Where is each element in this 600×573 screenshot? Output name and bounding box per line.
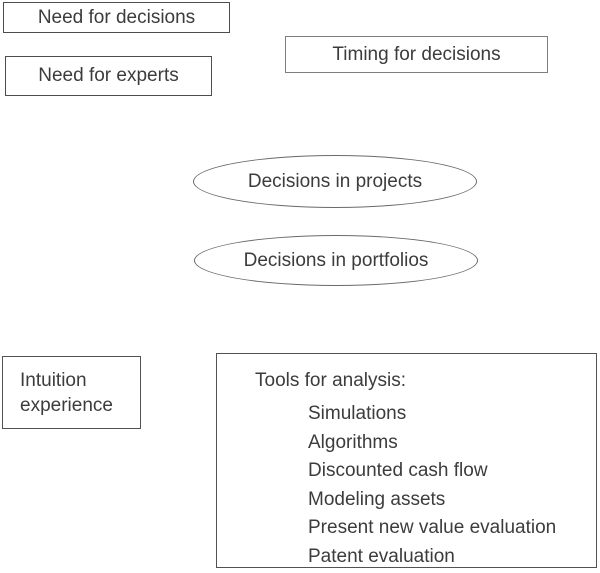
tools-item-patent-evaluation: Patent evaluation <box>308 545 455 567</box>
node-decisions-in-projects: Decisions in projects <box>193 155 477 208</box>
node-need-for-experts-label: Need for experts <box>38 65 179 86</box>
node-intuition-experience-label: Intuition experience <box>20 369 113 416</box>
tools-item-simulations: Simulations <box>308 403 407 424</box>
node-tools-for-analysis: Tools for analysis: Simulations Algorith… <box>216 353 597 568</box>
node-decisions-in-portfolios: Decisions in portfolios <box>194 235 478 286</box>
node-timing-for-decisions: Timing for decisions <box>285 36 548 73</box>
node-need-for-decisions-label: Need for decisions <box>37 6 196 28</box>
node-decisions-in-projects-label: Decisions in projects <box>247 170 423 192</box>
tools-for-analysis-title: Tools for analysis: <box>255 370 407 391</box>
node-need-for-experts: Need for experts <box>5 56 212 96</box>
tools-item-algorithms: Algorithms <box>308 431 398 453</box>
node-timing-for-decisions-label: Timing for decisions <box>332 43 501 65</box>
tools-item-present-new-value-evaluation: Present new value evaluation <box>308 517 557 538</box>
tools-for-analysis-list: Simulations Algorithms Discounted cash f… <box>308 400 556 571</box>
node-need-for-decisions: Need for decisions <box>3 2 230 33</box>
node-decisions-in-portfolios-label: Decisions in portfolios <box>243 249 429 271</box>
tools-item-discounted-cash-flow: Discounted cash flow <box>308 460 488 481</box>
node-intuition-experience: Intuition experience <box>2 356 141 429</box>
tools-item-modeling-assets: Modeling assets <box>308 488 446 510</box>
